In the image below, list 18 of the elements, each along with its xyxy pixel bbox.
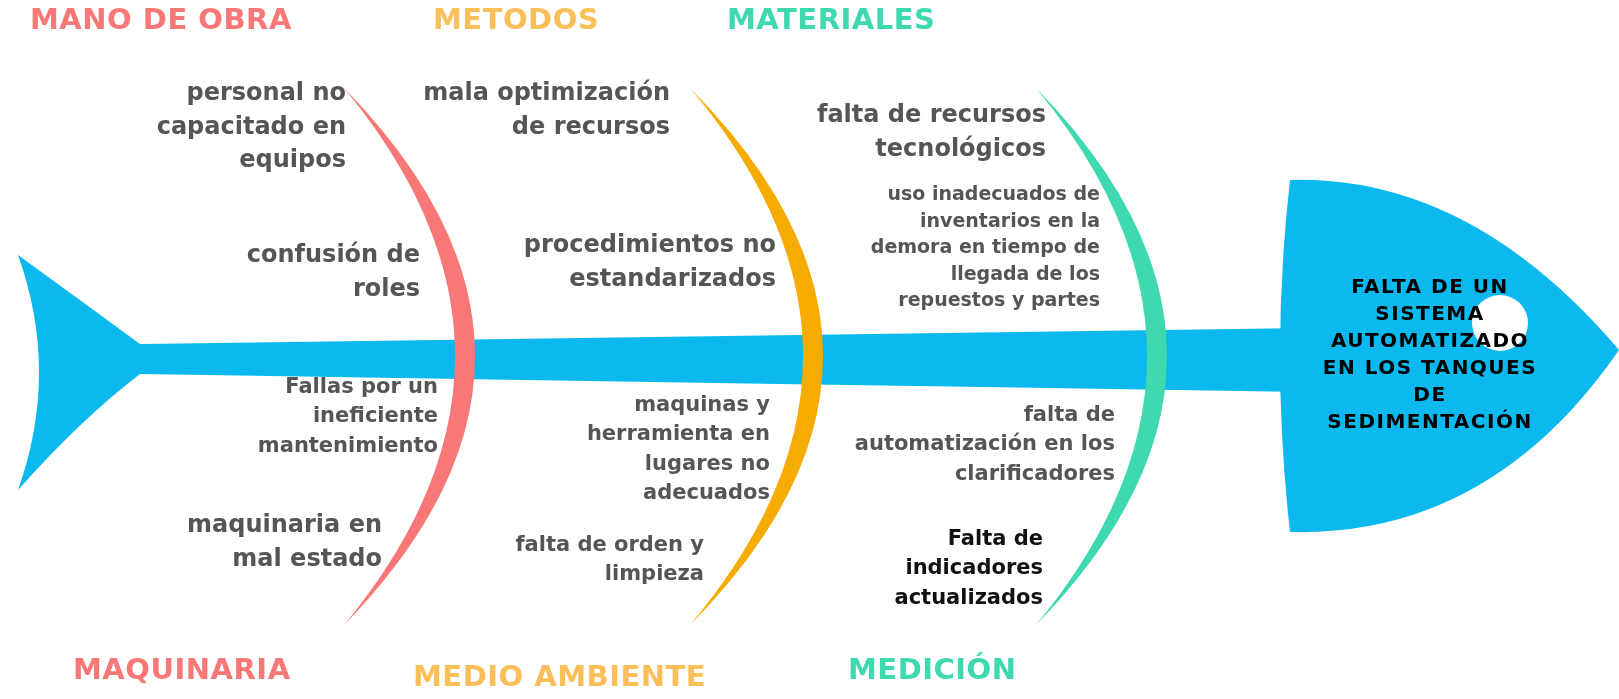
cause-text: confusión de roles — [245, 239, 420, 304]
cause-text: falta de recursos tecnológicos — [815, 99, 1046, 164]
cause-text: maquinas y herramienta en lugares no adecuados — [585, 391, 770, 507]
category-heading: MEDIO AMBIENTE — [413, 659, 707, 693]
cause-text: Falta de indicadores actualizados — [893, 525, 1043, 611]
category-heading: METODOS — [433, 2, 600, 36]
category-heading: MAQUINARIA — [73, 652, 291, 686]
category-heading: MEDICIÓN — [848, 652, 1017, 686]
cause-text: personal no capacitado en equipos — [155, 77, 346, 176]
category-heading: MANO DE OBRA — [30, 2, 292, 36]
cause-text: falta de automatización en los clarificadores — [853, 401, 1115, 487]
cause-text: procedimientos no estandarizados — [522, 229, 776, 294]
cause-text: uso inadecuados de inventarios en la demora en tiempo de llegada de los repuestos y partes — [869, 181, 1100, 313]
category-heading: MATERIALES — [727, 2, 936, 36]
cause-text: mala optimización de recursos — [422, 77, 670, 142]
cause-text: maquinaria en mal estado — [186, 509, 382, 574]
cause-text: falta de orden y limpieza — [514, 531, 704, 588]
cause-text: Fallas por un ineficiente mantenimiento — [256, 373, 438, 459]
